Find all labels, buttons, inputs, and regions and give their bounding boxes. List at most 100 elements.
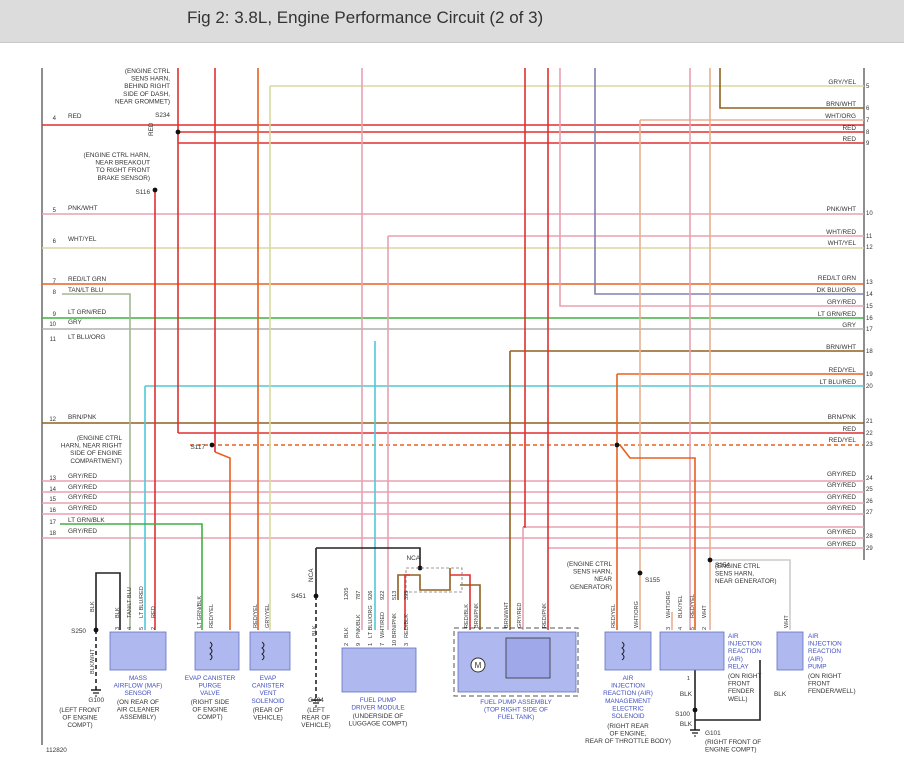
fpdm-wire-label: BLK — [344, 627, 350, 638]
purge-location: COMPT) — [197, 714, 222, 721]
ground-g404-note: (LEFT — [307, 707, 325, 714]
wire-purge-red-yel — [214, 451, 231, 630]
left-pin-number: 13 — [49, 476, 56, 482]
left-pin-number: 10 — [49, 322, 56, 328]
left-pin-number: 16 — [49, 508, 56, 514]
air-relay-name: AIR — [728, 633, 739, 640]
purge-name: VALVE — [200, 690, 220, 697]
ground-g101-note: (RIGHT FRONT OF — [705, 739, 761, 746]
right-pin-wire-label: GRY/RED — [827, 482, 856, 489]
vent-name: VENT — [259, 690, 276, 697]
ground-g404-note: REAR OF — [302, 715, 331, 722]
pump-wire-label: BRN/WHT — [504, 601, 510, 628]
fpdm-wire-label: PNK/BLK — [356, 614, 362, 638]
splice-s154-note: SENS HARN, — [715, 571, 754, 578]
right-pin-wire-label: GRY/RED — [827, 541, 856, 548]
left-pin-wire-label: LT GRN/RED — [68, 309, 106, 316]
right-pin-number: 7 — [866, 118, 870, 124]
ground-g404-note: VEHICLE) — [301, 722, 330, 729]
left-pin-wire-label: GRY/RED — [68, 473, 97, 480]
wire-maf-blk — [95, 572, 121, 630]
wire-relay-red-yel — [619, 444, 696, 630]
pump-wire-label: RED/BLK — [464, 604, 470, 628]
air-solenoid-location: REAR OF THROTTLE BODY) — [585, 738, 671, 745]
wire-red-tag: RED — [148, 122, 155, 136]
left-pin-number: 5 — [53, 208, 57, 214]
fuel-pump-motor-icon — [470, 657, 486, 673]
fpdm-pin-number: 2 — [344, 643, 350, 646]
maf-wire-label: LT BLU/RED — [139, 586, 145, 618]
air-relay-pin-number: 2 — [702, 627, 708, 630]
splice-s116-label: S116 — [136, 189, 151, 196]
wire-pump-ground — [695, 660, 761, 721]
fpdm-wire-label: RED/BLK — [404, 614, 410, 638]
nca-label-1: NCA — [308, 568, 315, 582]
air-solenoid-name: AIR — [623, 675, 634, 682]
air-relay-wire-label: BLK/YEL — [678, 595, 684, 618]
air-relay-location: (ON RIGHT — [728, 673, 761, 680]
solenoid-coil-icon — [621, 641, 625, 661]
splice-s117-label: S117 — [191, 444, 206, 451]
right-pin-wire-label: RED/YEL — [829, 367, 857, 374]
wire-maf-tan-ltblu — [62, 293, 131, 630]
right-pin-number: 28 — [866, 534, 873, 540]
air-relay-ground-wire-label: BLK — [680, 691, 693, 698]
splice-s451-dot — [313, 593, 319, 599]
splice-s234-note: (ENGINE CTRL — [125, 68, 171, 75]
right-pin-wire-label: RED/YEL — [829, 437, 857, 444]
right-pin-number: 11 — [866, 234, 873, 240]
splice-s116-note: TO RIGHT FRONT — [96, 167, 150, 174]
splice-s100-label: S100 — [675, 711, 690, 718]
wires-layer — [42, 68, 864, 730]
left-pin-number: 7 — [53, 279, 57, 285]
air-solenoid-name: ELECTRIC — [612, 705, 644, 712]
right-pin-wire-label: RED/LT GRN — [818, 275, 856, 282]
air-solenoid-name: SOLENOID — [611, 713, 644, 720]
maf-wire-label: TAN/LT BLU — [127, 587, 133, 618]
right-pin-number: 13 — [866, 280, 873, 286]
left-pin-wire-label: BRN/PNK — [68, 414, 97, 421]
purge-location: (RIGHT SIDE — [191, 699, 230, 706]
purge-coil-icon — [209, 641, 213, 661]
nca-connector-outline — [405, 567, 463, 593]
fpdm-pin-number: 3 — [404, 643, 410, 646]
wire-trunk-3 — [523, 68, 526, 528]
right-pin-number: 8 — [866, 130, 870, 136]
fpdm-name: DRIVER MODULE — [351, 705, 404, 712]
nca-label-2: NCA — [407, 555, 421, 562]
right-pin-wire-label: GRY/RED — [827, 471, 856, 478]
left-pin-wire-label: GRY/RED — [68, 484, 97, 491]
right-pin-number: 29 — [866, 546, 873, 552]
splice-s117-note: COMPARTMENT) — [70, 458, 122, 465]
splice-s154-label: S154 — [715, 562, 730, 569]
air-relay-pin-number: 5 — [690, 627, 696, 630]
air-relay-name: (AIR) — [728, 656, 743, 663]
left-pin-wire-label: GRY/RED — [68, 505, 97, 512]
pump-name: (TOP RIGHT SIDE OF — [484, 707, 548, 714]
air-pump-name: PUMP — [808, 663, 826, 670]
component-vent-box — [249, 631, 291, 671]
right-pin-number: 18 — [866, 349, 873, 355]
maf-pin-number: 4 — [127, 627, 133, 630]
figure-header: Fig 2: 3.8L, Engine Performance Circuit … — [0, 0, 904, 43]
right-pin-number: 24 — [866, 476, 873, 482]
air-relay-location: FENDER — [728, 688, 755, 695]
wire-fpdm-red-blk — [404, 574, 410, 630]
fpdm-name: FUEL PUMP — [360, 697, 396, 704]
right-pin-number: 14 — [866, 292, 873, 298]
air-pump-location: FENDER/WELL) — [808, 688, 856, 695]
right-pin-number: 16 — [866, 316, 873, 322]
wire-fpdm-nca — [316, 547, 421, 568]
left-pin-number: 8 — [53, 290, 57, 296]
splice-s234-note: NEAR GROMMET) — [115, 98, 170, 105]
vent-wire-label: GRY/YEL — [265, 604, 271, 628]
maf-location: AIR CLEANER — [117, 707, 160, 714]
right-pin-number: 25 — [866, 487, 873, 493]
right-pin-wire-label: LT BLU/RED — [820, 379, 857, 386]
air-solenoid-name: INJECTION — [611, 683, 645, 690]
maf-location: ASSEMBLY) — [120, 714, 156, 721]
left-pin-wire-label: GRY/RED — [68, 494, 97, 501]
left-pin-number: 4 — [53, 116, 57, 122]
fuel-pump-motor-label: M — [475, 661, 482, 670]
fpdm-circuit-number: 1205 — [344, 588, 350, 600]
